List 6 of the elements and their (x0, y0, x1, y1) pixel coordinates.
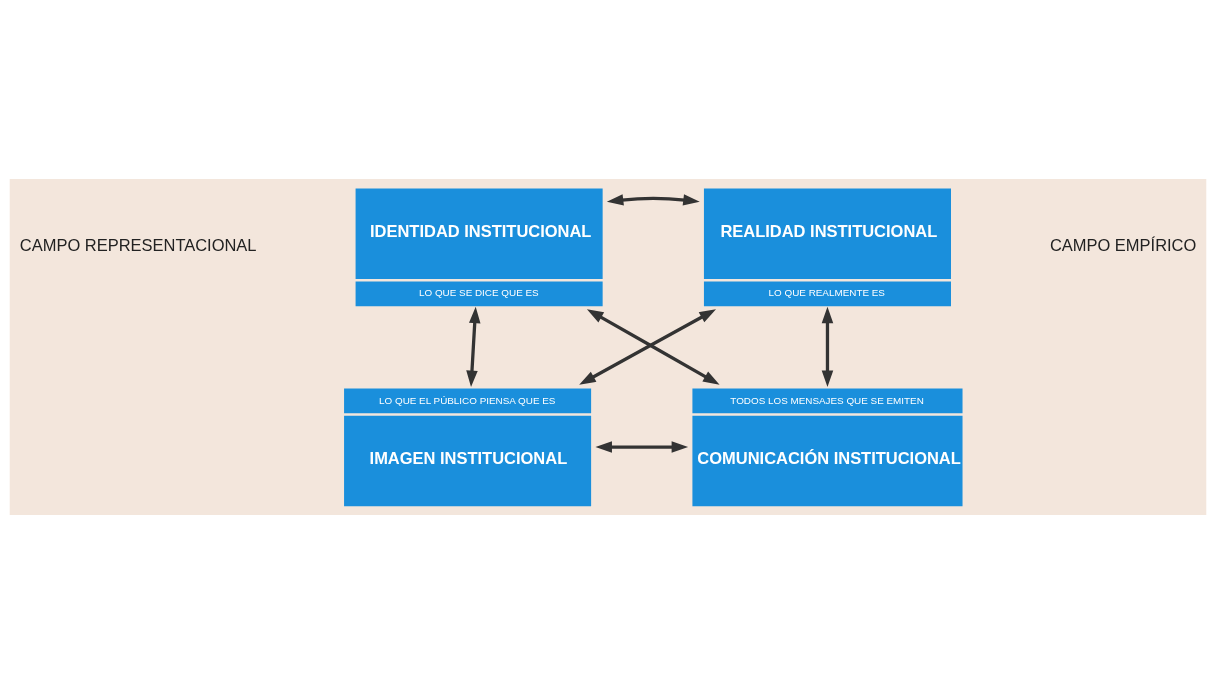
arrow (606, 193, 700, 206)
label: CAMPO EMPÍRICO (1049, 235, 1197, 254)
arrow (595, 440, 689, 453)
arrow (466, 306, 481, 387)
label: CAMPO REPRESENTACIONAL (19, 235, 257, 254)
arrow (821, 306, 834, 387)
